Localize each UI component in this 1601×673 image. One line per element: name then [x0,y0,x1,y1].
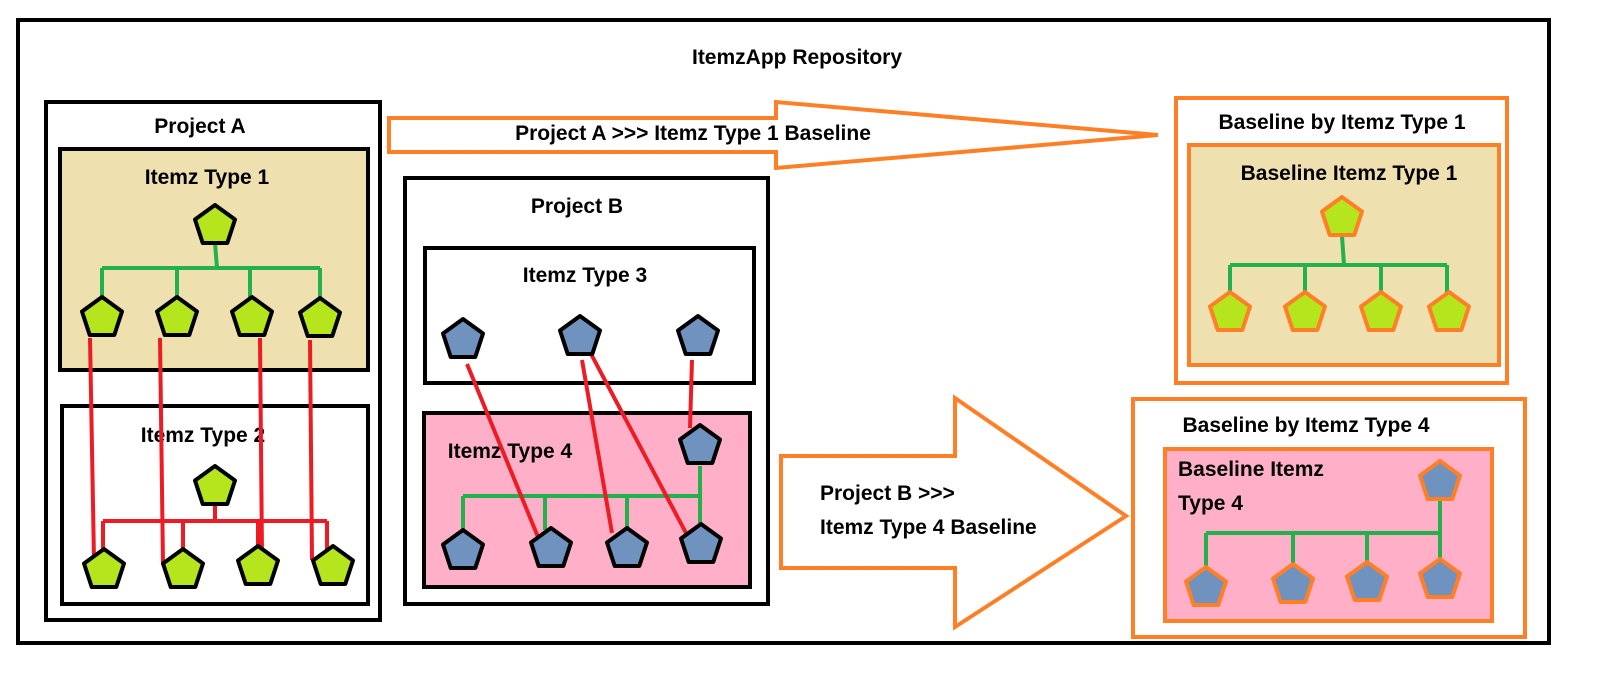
repository-title: ItemzApp Repository [692,46,902,69]
itemz-type-4-tree-lines [461,466,702,532]
itemz-type-4-title: Itemz Type 4 [448,440,573,463]
baseline-itemz-type-4-title-line2: Type 4 [1178,492,1243,515]
project-b-title: Project B [531,195,623,218]
arrow-b-label-line1: Project B >>> [820,482,955,505]
itemz-type-1-tree-lines [100,242,322,298]
itemz-type-1-title: Itemz Type 1 [145,166,270,189]
baseline-arrow-b [779,394,1130,631]
baseline-type-4-title: Baseline by Itemz Type 4 [1182,414,1429,437]
project-b-trace-lines [465,351,694,538]
itemz-type-2-tree-lines [101,506,329,552]
project-a-title: Project A [154,115,245,138]
project-a-trace-lines [88,337,314,566]
itemz-type-2-title: Itemz Type 2 [141,424,265,447]
arrow-b-label-line2: Itemz Type 4 Baseline [820,516,1037,539]
baseline-itemz-type-4-title-line1: Baseline Itemz [1178,458,1324,481]
itemz-type-3-title: Itemz Type 3 [523,264,647,287]
baseline-type-4-tree-lines [1204,500,1442,571]
baseline-arrow-a [387,99,1159,171]
baseline-type-1-title: Baseline by Itemz Type 1 [1218,111,1465,134]
baseline-itemz-type-1-title: Baseline Itemz Type 1 [1241,162,1458,185]
arrow-a-label: Project A >>> Itemz Type 1 Baseline [515,122,871,145]
